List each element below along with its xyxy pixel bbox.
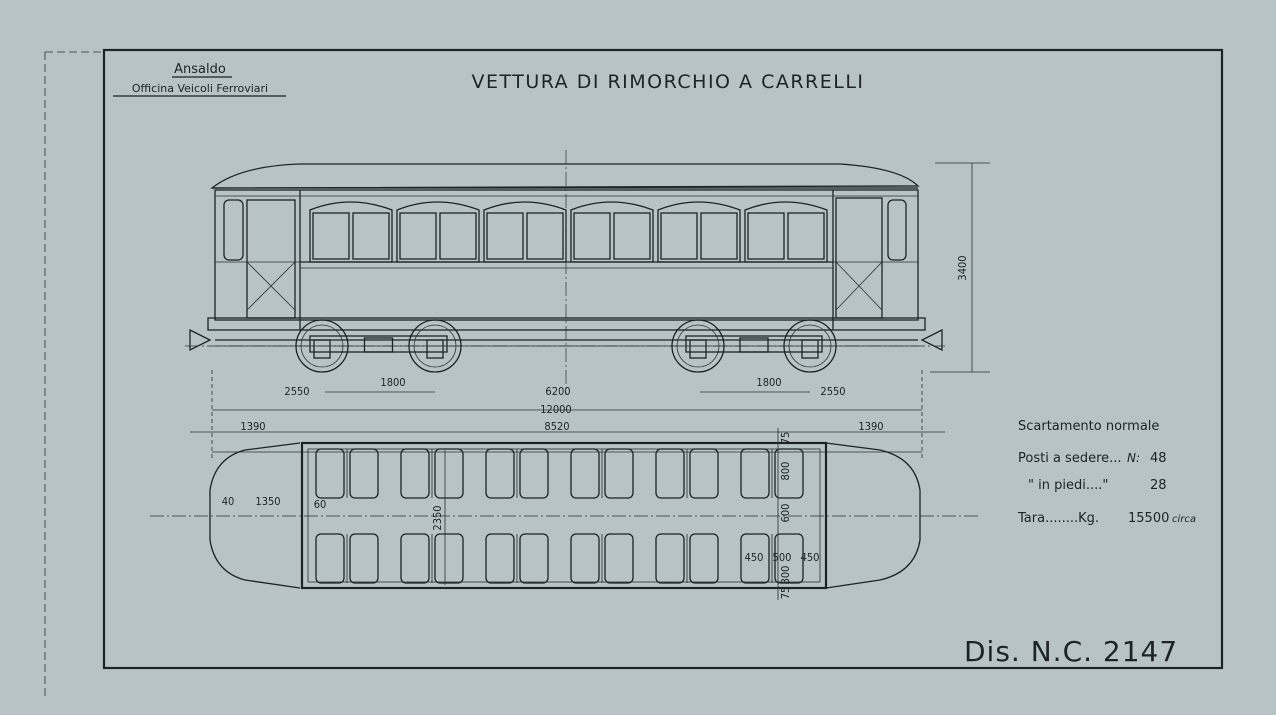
specifications: Scartamento normale Posti a sedere... N:…: [1017, 419, 1196, 526]
seat: [485, 533, 515, 584]
drawing-title: VETTURA DI RIMORCHIO A CARRELLI: [471, 71, 864, 93]
dim-width: 2350: [431, 505, 444, 530]
window-bay: [309, 201, 393, 263]
door-left: [246, 199, 296, 319]
seat: [604, 448, 634, 499]
spec-tare-value: 15500: [1128, 511, 1169, 526]
dim-a: 40: [222, 495, 235, 508]
roof: [210, 163, 920, 189]
seat: [570, 533, 600, 584]
dim-seat-bottom: 800: [779, 566, 792, 585]
window-bay: [657, 201, 741, 263]
plan-view: 2350 40 1350 60 75 800 600 800 75 450 50…: [150, 428, 980, 600]
seat: [655, 448, 685, 499]
window-pane: [787, 212, 825, 260]
window-pane: [747, 212, 785, 260]
drawing-border: [102, 48, 1224, 670]
dim-overall-length: 12000: [540, 403, 571, 416]
spec-tare-label: Tara........Kg.: [1017, 511, 1099, 526]
passenger-compartment: [300, 441, 828, 590]
window-pane: [526, 212, 564, 260]
seat: [519, 448, 549, 499]
door-right: [835, 197, 883, 319]
bogie-spring: [363, 337, 394, 353]
axlebox: [426, 339, 444, 359]
dim-bogie-centers: 6200: [545, 385, 570, 398]
dim-body-length: 8520: [544, 420, 569, 433]
seat: [774, 533, 804, 584]
dim-seat-spacing: 500: [773, 551, 792, 564]
spec-gauge: Scartamento normale: [1018, 419, 1159, 434]
bogie-spring: [739, 337, 769, 353]
spec-standing-value: 28: [1150, 478, 1167, 493]
dim-aisle: 600: [779, 504, 792, 523]
axlebox: [801, 339, 819, 359]
seat: [774, 448, 804, 499]
axlebox: [313, 339, 331, 359]
seat: [740, 533, 770, 584]
drawing-number: Dis. N.C. 2147: [964, 635, 1178, 668]
dim-wheelbase-right: 1800: [756, 376, 781, 389]
seat: [740, 448, 770, 499]
side-elevation: [185, 150, 945, 395]
window-pane: [439, 212, 477, 260]
dim-platform-right: 1390: [858, 420, 883, 433]
dim-seat-depth-right: 450: [801, 551, 820, 564]
seat: [315, 533, 345, 584]
division-name: Officina Veicoli Ferroviari: [132, 82, 268, 95]
window-bay: [744, 201, 828, 263]
seat: [655, 533, 685, 584]
seat: [349, 448, 379, 499]
dim-edge-top: 75: [779, 432, 792, 445]
spec-seated-label: Posti a sedere...: [1018, 451, 1122, 466]
underframe: [207, 317, 926, 331]
dim-seat-depth-left: 450: [745, 551, 764, 564]
company-name: Ansaldo: [174, 62, 226, 77]
seat: [519, 533, 549, 584]
dim-height: 3400: [956, 255, 969, 280]
dim-seat-top: 800: [779, 462, 792, 481]
window-pane: [486, 212, 524, 260]
spec-seated-value: 48: [1150, 451, 1167, 466]
side-dimensions: 3400 2550 1800 6200 1800 2550 12000 1390…: [190, 162, 990, 460]
window-bay: [483, 201, 567, 263]
window-pane: [399, 212, 437, 260]
seat: [604, 533, 634, 584]
seat: [400, 533, 430, 584]
spec-seated-prefix: N:: [1127, 451, 1140, 465]
seat: [485, 448, 515, 499]
seat: [689, 448, 719, 499]
spec-tare-suffix: circa: [1172, 514, 1196, 525]
seat: [400, 448, 430, 499]
seat: [349, 533, 379, 584]
dim-platform-left: 1390: [240, 420, 265, 433]
dim-edge-bottom: 75: [779, 587, 792, 600]
seat: [434, 448, 464, 499]
dim-end-left: 2550: [284, 385, 309, 398]
seat: [434, 533, 464, 584]
window-pane: [573, 212, 611, 260]
window-bay: [396, 201, 480, 263]
window-pane: [700, 212, 738, 260]
dim-c: 60: [314, 498, 327, 511]
axlebox: [689, 339, 707, 359]
seat: [315, 448, 345, 499]
window-pane: [352, 212, 390, 260]
buffer-right: [920, 328, 943, 352]
window-pane: [613, 212, 651, 260]
seat: [570, 448, 600, 499]
spec-standing-label: " in piedi....": [1028, 478, 1108, 493]
window-pane: [660, 212, 698, 260]
car-body: [214, 189, 919, 321]
window-bay: [570, 201, 654, 263]
seat: [689, 533, 719, 584]
window-pane: [312, 212, 350, 260]
dim-wheelbase-left: 1800: [380, 376, 405, 389]
dim-end-right: 2550: [820, 385, 845, 398]
buffer-left: [189, 328, 212, 352]
dim-b: 1350: [255, 495, 280, 508]
